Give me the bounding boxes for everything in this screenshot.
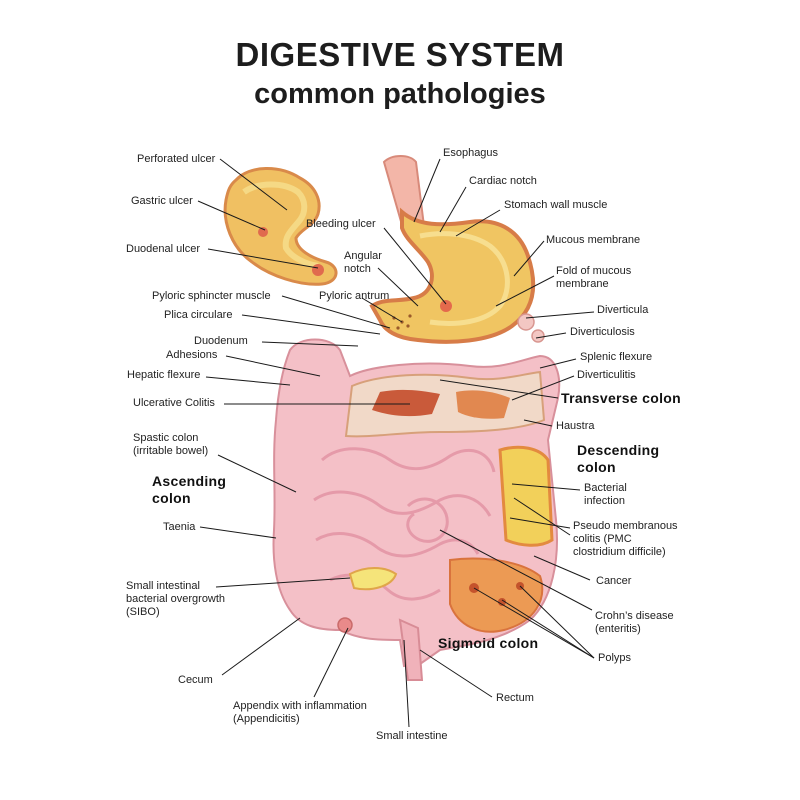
label-esophagus: Esophagus — [443, 147, 499, 159]
label-cardiac-notch: Cardiac notch — [469, 175, 537, 187]
label-splenic-flexure: Splenic flexure — [580, 351, 653, 363]
label-sibo: Small intestinal bacterial overgrowth (S… — [126, 580, 226, 618]
label-gastric-ulcer: Gastric ulcer — [131, 195, 193, 207]
label-stomach-wall-muscle: Stomach wall muscle — [504, 199, 608, 211]
label-bleeding-ulcer: Bleeding ulcer — [306, 218, 376, 230]
label-appendix: Appendix with inflammation (Appendicitis… — [233, 700, 367, 725]
heading-sigmoid-colon: Sigmoid colon — [438, 635, 539, 651]
label-ulcerative-colitis: Ulcerative Colitis — [133, 397, 215, 409]
stomach-illustration — [369, 155, 536, 344]
label-adhesions: Adhesions — [166, 349, 218, 361]
appendix-mark — [337, 617, 353, 633]
label-pyloric-sphincter-muscle: Pyloric sphincter muscle — [152, 290, 271, 302]
label-diverticula: Diverticula — [597, 304, 649, 316]
label-duodenum: Duodenum — [194, 335, 248, 347]
ulcer-stomach-illustration — [223, 167, 338, 286]
label-fold-of-mucous-membrane: Fold of mucous membrane — [556, 265, 632, 290]
colon-illustration — [272, 313, 561, 681]
label-pseudo-membranous-colitis: Pseudo membranous colitis (PMC clostridi… — [573, 520, 678, 558]
label-plica-circulare: Plica circulare — [164, 309, 233, 321]
label-perforated-ulcer: Perforated ulcer — [137, 153, 216, 165]
label-polyps: Polyps — [598, 652, 632, 664]
label-diverticulitis: Diverticulitis — [577, 369, 636, 381]
diagram-subtitle: common pathologies — [254, 78, 546, 110]
label-taenia: Taenia — [163, 521, 196, 533]
label-bacterial-infection: Bacterial infection — [584, 482, 627, 507]
label-cecum: Cecum — [178, 674, 213, 686]
leader-lines — [197, 158, 595, 728]
label-pyloric-antrum: Pyloric antrum — [319, 290, 390, 302]
diagram-title: DIGESTIVE SYSTEM — [235, 36, 565, 73]
label-rectum: Rectum — [496, 692, 534, 704]
label-haustra: Haustra — [556, 420, 595, 432]
label-spastic-colon: Spastic colon (irritable bowel) — [133, 432, 209, 457]
label-cancer: Cancer — [596, 575, 632, 587]
label-small-intestine: Small intestine — [376, 730, 448, 742]
label-duodenal-ulcer: Duodenal ulcer — [126, 243, 200, 255]
small-intestine-illustration — [313, 447, 496, 601]
heading-descending-colon: Descending colon — [577, 442, 660, 475]
label-hepatic-flexure: Hepatic flexure — [127, 369, 201, 381]
label-diverticulosis: Diverticulosis — [570, 326, 635, 338]
label-angular-notch: Angular notch — [344, 250, 382, 275]
label-crohns-disease: Crohn’s disease (enteritis) — [595, 610, 674, 635]
sibo-region — [348, 567, 398, 591]
heading-transverse-colon: Transverse colon — [561, 390, 681, 406]
heading-ascending-colon: Ascending colon — [152, 473, 227, 506]
label-mucous-membrane: Mucous membrane — [546, 234, 641, 246]
